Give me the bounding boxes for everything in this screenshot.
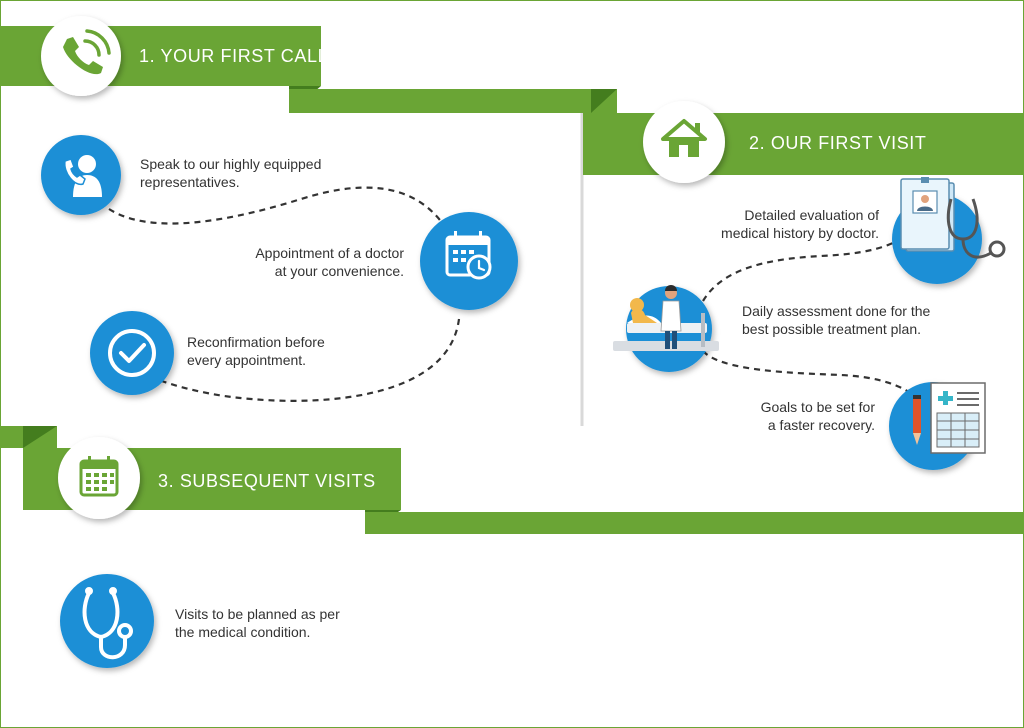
step-text-visit-1: Detailed evaluation of medical history b… — [681, 206, 879, 242]
step-text-line: representatives. — [140, 174, 240, 190]
step-text-line: Speak to our highly equipped — [140, 156, 322, 172]
section-title-visit: 2. OUR FIRST VISIT — [749, 133, 927, 153]
step-text-line: the medical condition. — [175, 624, 311, 640]
step-text-line: best possible treatment plan. — [742, 321, 921, 337]
step-text-line: Detailed evaluation of — [744, 207, 879, 223]
section-title-call: 1. YOUR FIRST CALL — [139, 46, 329, 66]
check-circle-icon — [108, 329, 156, 377]
house-icon — [661, 119, 707, 157]
ribbon-subsequent — [1, 426, 1023, 534]
phone-icon — [63, 29, 111, 75]
medical-chart-pen-icon — [913, 382, 986, 454]
step-text-line: a faster recovery. — [767, 417, 875, 433]
step-text-call-3: Reconfirmation before every appointment. — [187, 333, 325, 369]
calendar-icon — [79, 456, 119, 497]
step-text-line: Visits to be planned as per — [175, 606, 340, 622]
doctor-patient-icon — [613, 285, 719, 351]
badge-call — [41, 16, 121, 96]
connector-lines-visit — [702, 240, 916, 397]
person-phone-icon — [64, 155, 102, 197]
step-text-visit-3: Goals to be set for a faster recovery. — [721, 398, 875, 434]
clipboard-stethoscope-icon — [900, 177, 1006, 259]
step-text-line: Daily assessment done for the — [742, 303, 931, 319]
step-text-subsequent-1: Visits to be planned as per the medical … — [175, 605, 340, 641]
step-text-line: medical history by doctor. — [721, 225, 879, 241]
step-circle-subsequent-1 — [60, 574, 154, 668]
step-circle-call-3 — [90, 311, 174, 395]
badge-subsequent — [58, 437, 140, 519]
connector-lines-call — [108, 186, 461, 402]
step-text-call-2: Appointment of a doctor at your convenie… — [201, 244, 404, 280]
step-text-line: Goals to be set for — [760, 399, 875, 415]
step-text-line: Appointment of a doctor — [255, 245, 404, 261]
calendar-clock-icon — [445, 231, 492, 280]
section-title-subsequent: 3. SUBSEQUENT VISITS — [158, 471, 376, 491]
stethoscope-icon — [82, 587, 133, 660]
step-text-call-1: Speak to our highly equipped representat… — [140, 155, 321, 191]
step-text-line: every appointment. — [187, 352, 307, 368]
step-text-line: at your convenience. — [274, 263, 404, 279]
step-text-visit-2: Daily assessment done for the best possi… — [742, 302, 930, 338]
step-text-line: Reconfirmation before — [187, 334, 325, 350]
